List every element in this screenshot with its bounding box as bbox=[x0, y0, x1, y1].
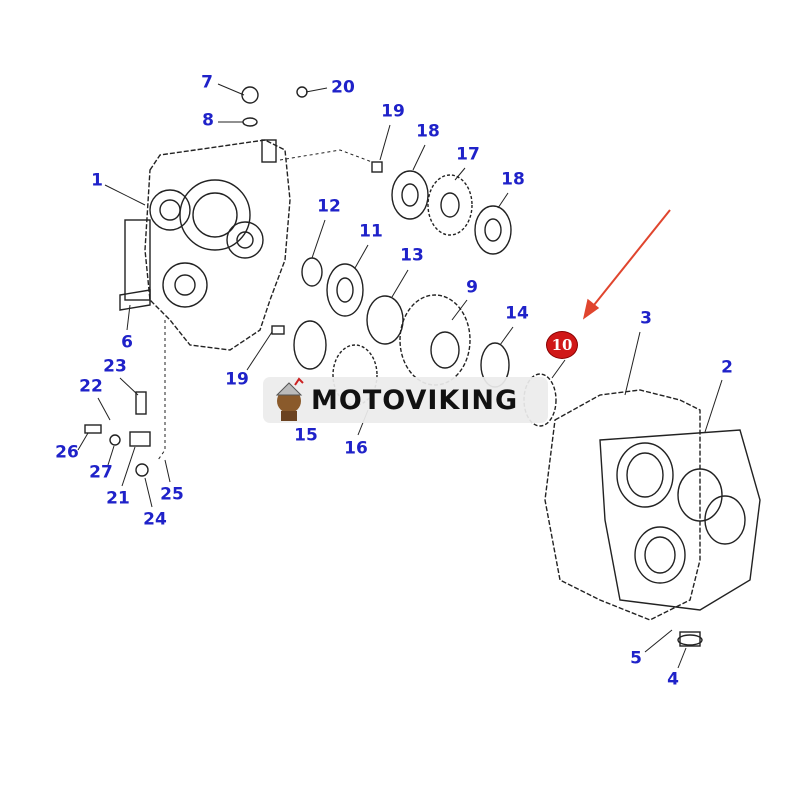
part-label: 12 bbox=[317, 196, 341, 217]
part-label: 14 bbox=[505, 303, 529, 324]
part-label: 6 bbox=[121, 332, 133, 353]
transmission-case-right bbox=[544, 389, 761, 647]
part-label: 13 bbox=[400, 245, 424, 266]
part-label: 26 bbox=[55, 442, 79, 463]
watermark-banner: MOTOVIKING bbox=[263, 377, 548, 423]
part-label: 23 bbox=[103, 356, 127, 377]
watermark-text: MOTOVIKING bbox=[311, 384, 519, 416]
part-label: 18 bbox=[501, 169, 525, 190]
highlighted-part-badge: 10 bbox=[546, 331, 578, 359]
part-label: 8 bbox=[202, 110, 214, 131]
part-label: 11 bbox=[359, 221, 383, 242]
part-label: 21 bbox=[106, 488, 130, 509]
part-label: 20 bbox=[331, 77, 355, 98]
transmission-case-left bbox=[119, 139, 291, 351]
part-label: 3 bbox=[640, 308, 652, 329]
red-arrow-pointer bbox=[582, 209, 671, 320]
part-label: 22 bbox=[79, 376, 103, 397]
part-label: 17 bbox=[456, 144, 480, 165]
part-label: 7 bbox=[201, 72, 213, 93]
part-label: 15 bbox=[294, 425, 318, 446]
leader-lines bbox=[77, 83, 723, 669]
part-label: 4 bbox=[667, 669, 679, 690]
part-label: 24 bbox=[143, 509, 167, 530]
viking-mascot-icon bbox=[269, 377, 309, 423]
part-label: 16 bbox=[344, 438, 368, 459]
part-label: 9 bbox=[466, 277, 478, 298]
part-label: 19 bbox=[381, 101, 405, 122]
part-label: 5 bbox=[630, 648, 642, 669]
part-label: 25 bbox=[160, 484, 184, 505]
part-label: 19 bbox=[225, 369, 249, 390]
part-label: 2 bbox=[721, 357, 733, 378]
part-label: 18 bbox=[416, 121, 440, 142]
part-label: 27 bbox=[89, 462, 113, 483]
part-label: 1 bbox=[91, 170, 103, 191]
